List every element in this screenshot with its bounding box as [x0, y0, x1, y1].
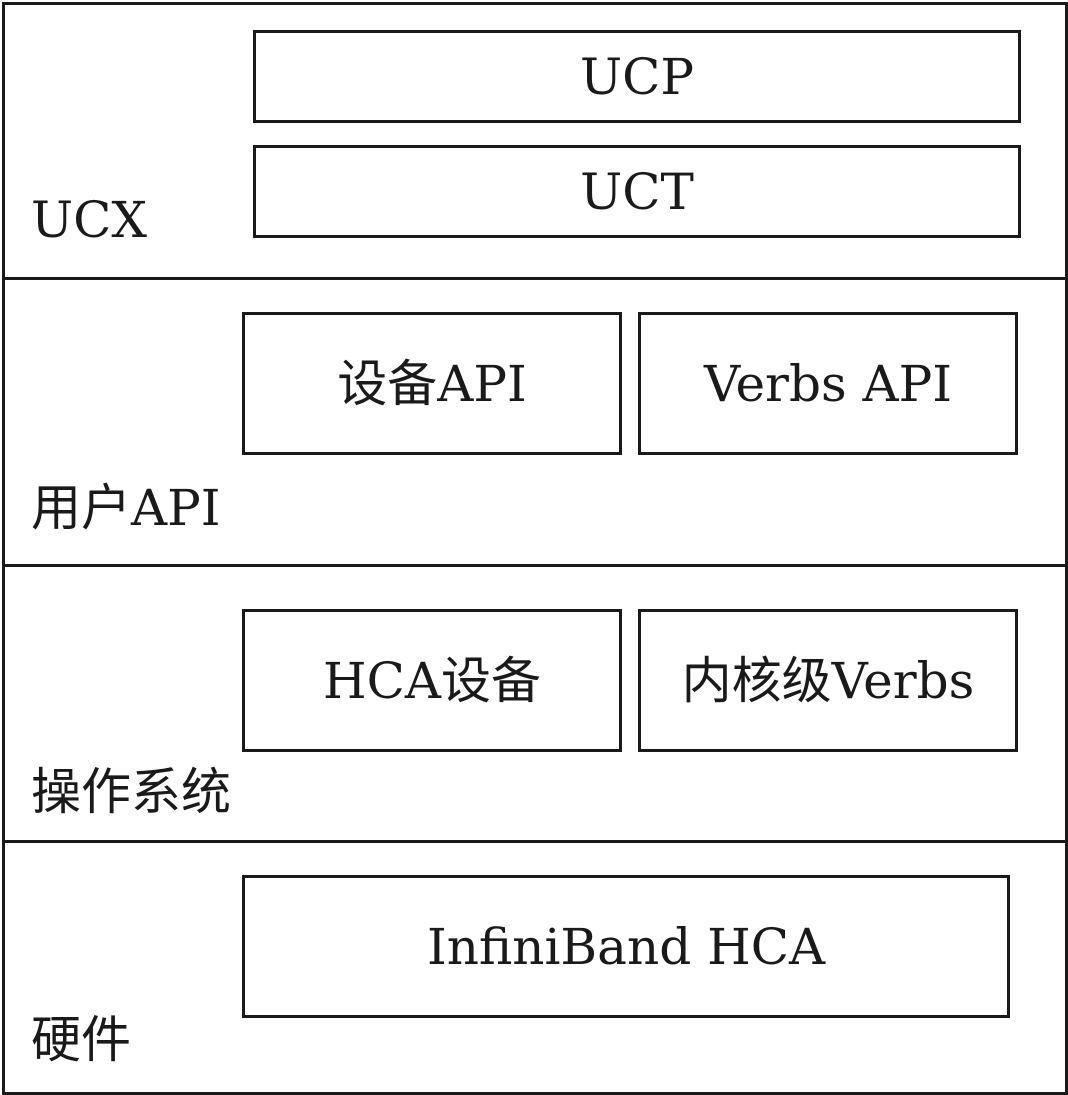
layer-os-label: 操作系统: [31, 763, 231, 821]
box-hca-device: HCA设备: [242, 609, 622, 752]
layer-user-api-label: 用户API: [31, 479, 221, 537]
box-hca-device-label: HCA设备: [323, 651, 541, 710]
layer-ucx-label: UCX: [31, 191, 147, 249]
box-verbs-api-label: Verbs API: [703, 354, 953, 413]
layer-hardware-label: 硬件: [31, 1011, 131, 1069]
layer-ucx: UCP UCT UCX: [5, 5, 1065, 280]
box-infiniband-hca: InfiniBand HCA: [242, 875, 1010, 1018]
layer-os: HCA设备 内核级Verbs 操作系统: [5, 567, 1065, 843]
box-kernel-verbs-label: 内核级Verbs: [681, 651, 975, 710]
box-kernel-verbs: 内核级Verbs: [638, 609, 1018, 752]
box-ucp: UCP: [253, 30, 1021, 123]
box-device-api: 设备API: [242, 312, 622, 455]
layer-user-api: 设备API Verbs API 用户API: [5, 280, 1065, 567]
layer-hardware: InfiniBand HCA 硬件: [5, 843, 1065, 1092]
box-uct: UCT: [253, 145, 1021, 238]
box-ucp-label: UCP: [579, 47, 695, 106]
box-uct-label: UCT: [580, 162, 694, 221]
box-device-api-label: 设备API: [337, 354, 527, 413]
box-infiniband-hca-label: InfiniBand HCA: [426, 917, 826, 976]
box-verbs-api: Verbs API: [638, 312, 1018, 455]
